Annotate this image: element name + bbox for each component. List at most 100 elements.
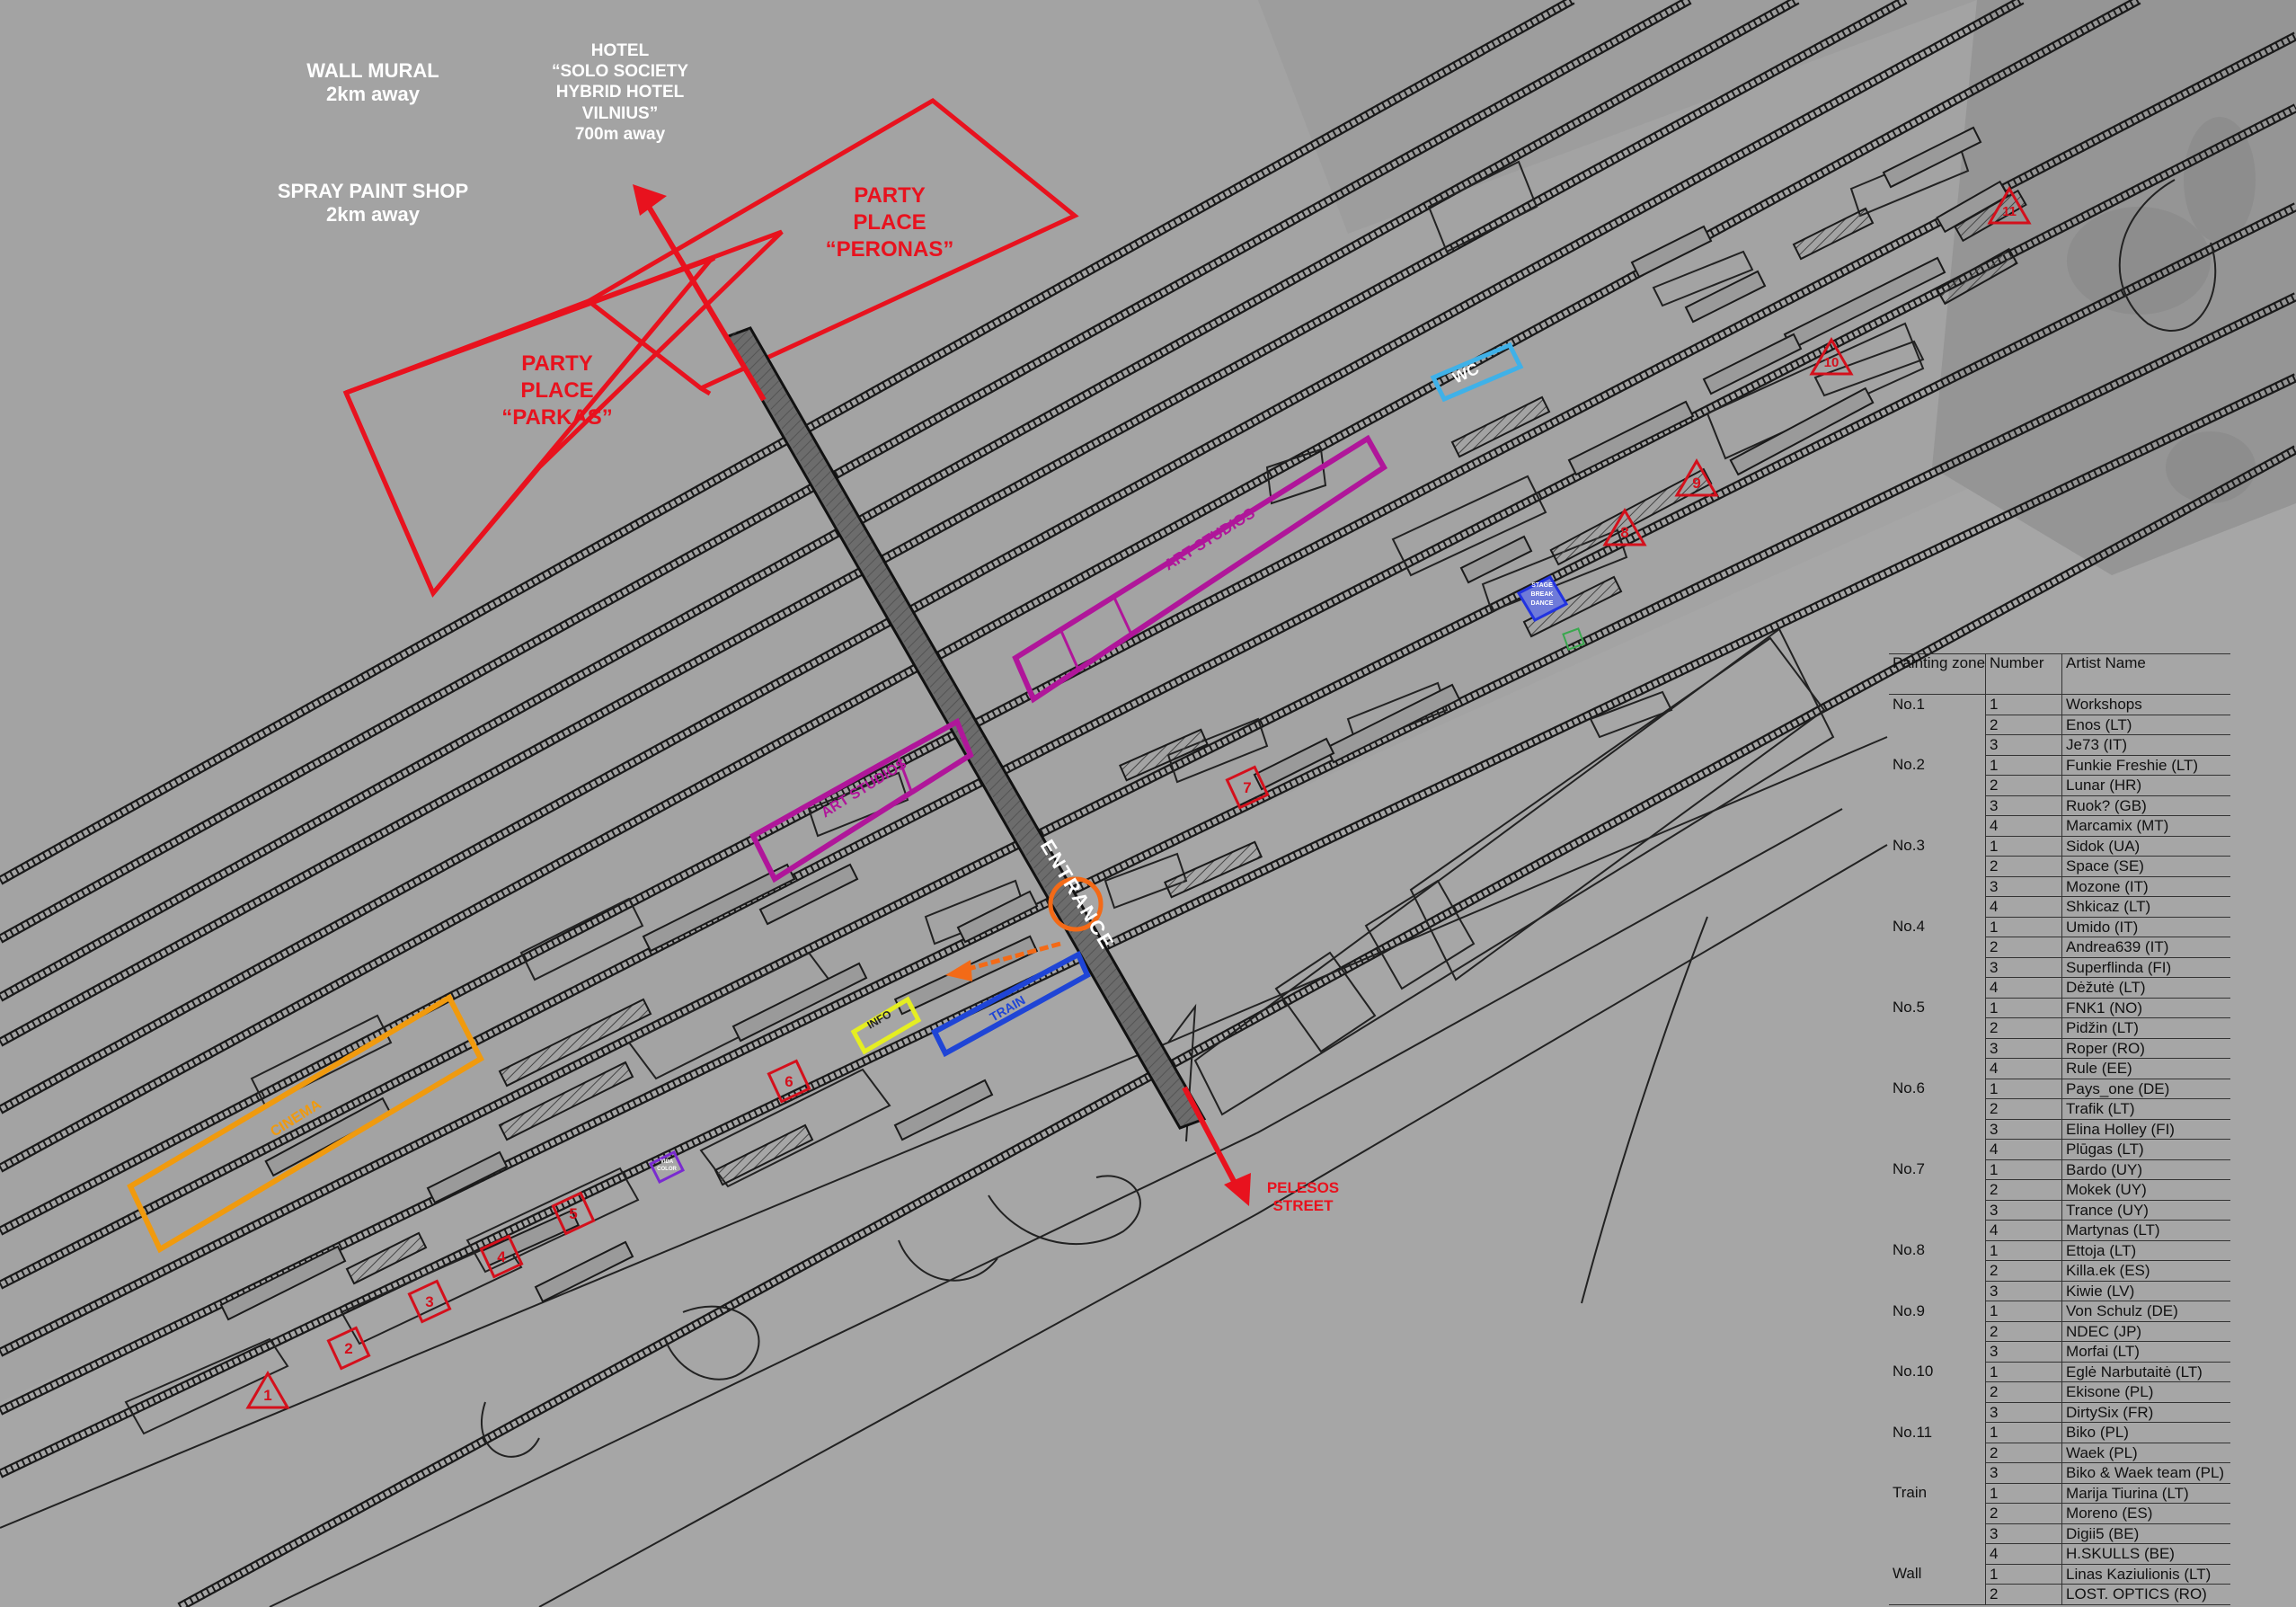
legend-zone	[1889, 876, 1986, 897]
train-car	[1450, 395, 1551, 458]
painting-zone-7[interactable]: 7	[1219, 759, 1275, 815]
painting-zone-9[interactable]: 9	[1674, 458, 1719, 497]
legend-number: 4	[1985, 977, 2062, 999]
legend-artist: Plūgas (LT)	[2061, 1139, 2230, 1160]
stage-label-3: DANCE	[1531, 600, 1554, 607]
painting-zone-8[interactable]: 8	[1602, 508, 1647, 546]
legend-number: 2	[1985, 937, 2062, 958]
train-car	[1459, 535, 1533, 584]
hotel-arrow	[633, 184, 767, 402]
legend-artist: H.SKULLS (BE)	[2061, 1543, 2230, 1565]
legend-artist: Eglė Narbutaitė (LT)	[2061, 1362, 2230, 1382]
legend-artist: Sidok (UA)	[2061, 836, 2230, 857]
party-peronas-label[interactable]: PARTY PLACE “PERONAS”	[791, 182, 988, 263]
zone-marker-shape	[407, 1279, 452, 1324]
entrance-marker[interactable]	[1048, 876, 1104, 932]
party-place-parkas-combined	[345, 298, 712, 396]
art-studios-large[interactable]: ART STUDIOS	[1012, 434, 1387, 704]
legend-zone	[1889, 1038, 1986, 1059]
legend-zone	[1889, 1523, 1986, 1544]
legend-zone	[1889, 857, 1986, 877]
legend-artist: Umido (IT)	[2061, 917, 2230, 937]
legend-zone: No.7	[1893, 1160, 1925, 1177]
train-car	[1936, 180, 2009, 234]
painting-zone-2[interactable]: 2	[321, 1320, 377, 1376]
painting-zone-4[interactable]: 4	[474, 1229, 529, 1284]
legend-artist: Enos (LT)	[2061, 715, 2230, 735]
painting-zone-5[interactable]: 5	[545, 1185, 601, 1241]
painting-zone-3[interactable]: 3	[402, 1274, 457, 1329]
train-car	[498, 998, 652, 1088]
legend-artist: Rule (EE)	[2061, 1058, 2230, 1079]
train-car	[1253, 737, 1335, 791]
legend-artist: Superflinda (FI)	[2061, 957, 2230, 978]
legend-artist: Martynas (LT)	[2061, 1220, 2230, 1241]
legend-artist: NDEC (JP)	[2061, 1321, 2230, 1342]
painting-zone-10[interactable]: 10	[1809, 337, 1854, 376]
legend-number: 3	[1985, 957, 2062, 978]
wc-point[interactable]: WC	[1430, 342, 1524, 403]
legend-number: 3	[1985, 1462, 2062, 1484]
legend-artist: Bardo (UY)	[2061, 1159, 2230, 1180]
train-car	[426, 1150, 509, 1204]
legend-artist: Pays_one (DE)	[2061, 1079, 2230, 1099]
train-car	[534, 1240, 634, 1303]
train-car	[219, 1245, 347, 1321]
legend-zone: No.11	[1893, 1423, 1933, 1441]
legend-artist: Marija Tiurina (LT)	[2061, 1483, 2230, 1504]
legend-number: 1	[1985, 1159, 2062, 1180]
legend-artist: Killa.ek (ES)	[2061, 1260, 2230, 1282]
legend-number: 2	[1985, 1017, 2062, 1039]
legend-zone	[1889, 1382, 1986, 1403]
legend-number: 1	[1985, 1362, 2062, 1382]
legend-zone	[1889, 1180, 1986, 1201]
legend-number: 3	[1985, 1200, 2062, 1221]
legend-zone	[1889, 1584, 1986, 1605]
train-car	[1567, 400, 1695, 476]
pelesos-street-label[interactable]: PELESOS STREET	[1249, 1179, 1357, 1216]
legend-artist: Waek (PL)	[2061, 1443, 2230, 1463]
legend-artist: Biko & Waek team (PL)	[2061, 1462, 2230, 1484]
train-car	[498, 1061, 634, 1141]
painting-zone-6[interactable]: 6	[761, 1053, 817, 1109]
legend-header-number: Number	[1985, 653, 2062, 695]
party-place-peronas-border[interactable]	[587, 97, 1079, 391]
hotel-line-1: HOTEL	[590, 41, 650, 60]
party-parkas-label[interactable]: PARTY PLACE “PARKAS”	[458, 351, 656, 431]
vida-label-1: VIDA	[660, 1159, 674, 1165]
legend-zone	[1889, 1504, 1986, 1524]
legend-zone: Train	[1893, 1484, 1928, 1501]
vida-color-point[interactable]: VIDA COLOR	[648, 1150, 686, 1185]
zone-marker-label: 11	[2002, 204, 2017, 219]
zone-marker-label: 9	[1692, 475, 1700, 492]
legend-artist: Morfai (LT)	[2061, 1341, 2230, 1363]
legend-zone: No.1	[1893, 696, 1925, 713]
legend-number: 3	[1985, 1281, 2062, 1301]
painting-zone-1[interactable]: 1	[245, 1371, 290, 1409]
painting-zone-11[interactable]: 11	[1987, 186, 2032, 225]
legend-artist: Digii5 (BE)	[2061, 1523, 2230, 1544]
legend-number: 2	[1985, 856, 2062, 877]
legend-number: 1	[1985, 1240, 2062, 1261]
zone-marker-shape	[767, 1059, 811, 1104]
legend-zone	[1889, 816, 1986, 837]
legend-artist: Space (SE)	[2061, 856, 2230, 877]
painting-zones: 1 2 345 6 7 8 9 10 11	[245, 186, 2032, 1409]
zone-marker-label: 2	[344, 1340, 352, 1357]
stage-point[interactable]: STAGE BREAK DANCE	[1516, 575, 1569, 622]
train-car	[1936, 247, 2018, 306]
legend-number: 2	[1985, 715, 2062, 735]
legend-artist: Linas Kaziulionis (LT)	[2061, 1564, 2230, 1585]
